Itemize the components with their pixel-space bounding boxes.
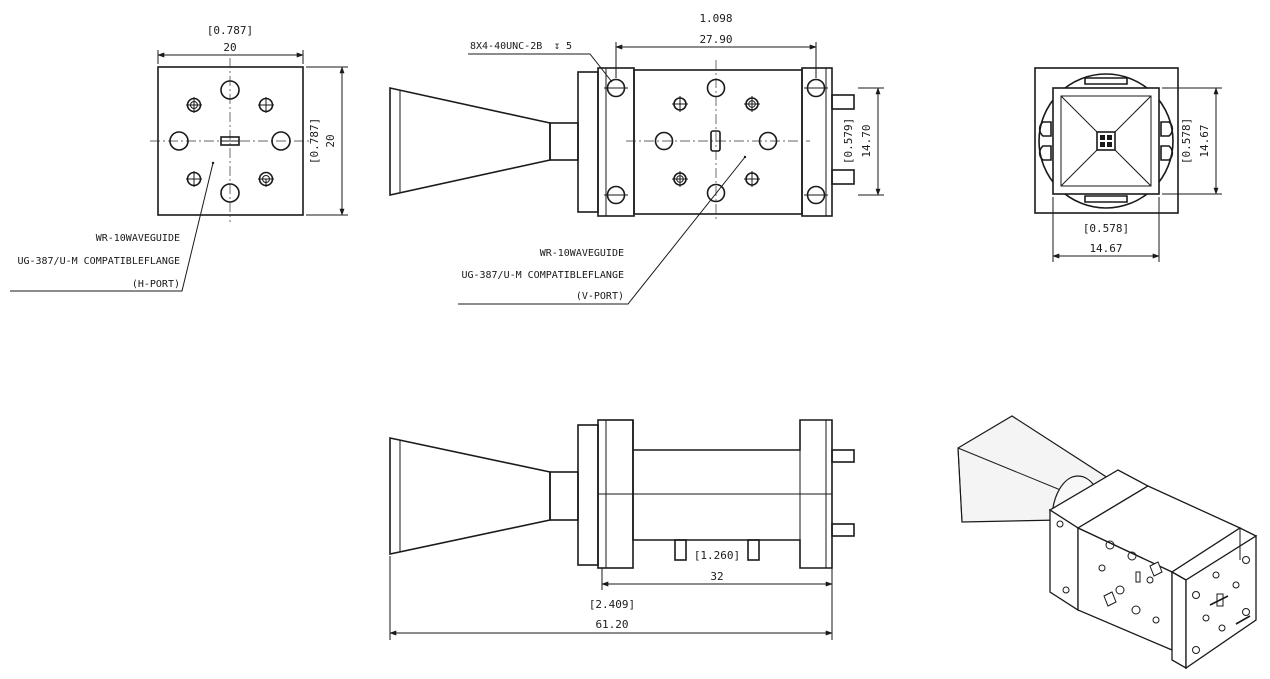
top-view: 1.098 27.90 8X4-40UNC-2B ↧ 5 [0.579] 14.… [389,12,884,305]
dim-pin-spacing-mm: 14.70 [860,124,873,157]
dim-hport-width-in: [0.787] [207,24,253,37]
dim-body-width-in: 1.098 [699,12,732,25]
dim-end-width-in: [0.578] [1083,222,1129,235]
dim-hport-height-in: [0.787] [308,118,321,164]
dowel-hole [169,131,189,151]
dowel-hole [220,80,240,100]
end-view: [0.578] 14.67 [0.578] 14.67 [1034,67,1222,262]
dim-hport-height-mm: 20 [324,134,337,147]
thread-depth: 5 [566,41,572,52]
vport-callout-line2: UG-387/U-M COMPATIBLEFLANGE [461,270,624,281]
thread-callout: 8X4-40UNC-2B [470,41,542,52]
iso-front-flange [1185,534,1257,670]
hport-callout-line1: WR-10WAVEGUIDE [96,233,180,244]
horn-antenna-side [389,437,551,555]
dim-body-width-mm: 27.90 [699,33,732,46]
dim-end-height-mm: 14.67 [1198,124,1211,157]
hport-callout-line2: UG-387/U-M COMPATIBLEFLANGE [17,256,180,267]
dim-end-width-mm: 14.67 [1089,242,1122,255]
dim-overall-mm: 61.20 [595,618,628,631]
vport-callout-line1: WR-10WAVEGUIDE [540,248,624,259]
dowel-hole [220,183,240,203]
hport-flange-view: [0.787] 20 [0.787] 20 WR-10WAVEGUIDE UG-… [10,24,348,292]
side-view: [1.260] 32 [2.409] 61.20 [389,419,855,640]
dowel-hole [271,131,291,151]
waveguide-aperture [710,130,721,152]
dim-side-body-mm: 32 [710,570,723,583]
dim-overall-in: [2.409] [589,598,635,611]
hport-callout-line3: (H-PORT) [132,279,180,290]
dim-hport-width-mm: 20 [223,41,236,54]
end-view-body [1034,67,1179,214]
isometric-view [957,415,1258,670]
horn-antenna [389,87,551,196]
end-view-flange-circle [1038,73,1174,209]
dim-end-height-in: [0.578] [1180,118,1193,164]
dim-side-body-in: [1.260] [694,549,740,562]
depth-symbol: ↧ [554,41,560,52]
dim-pin-spacing-in: [0.579] [842,118,855,164]
vport-callout-line3: (V-PORT) [576,291,624,302]
